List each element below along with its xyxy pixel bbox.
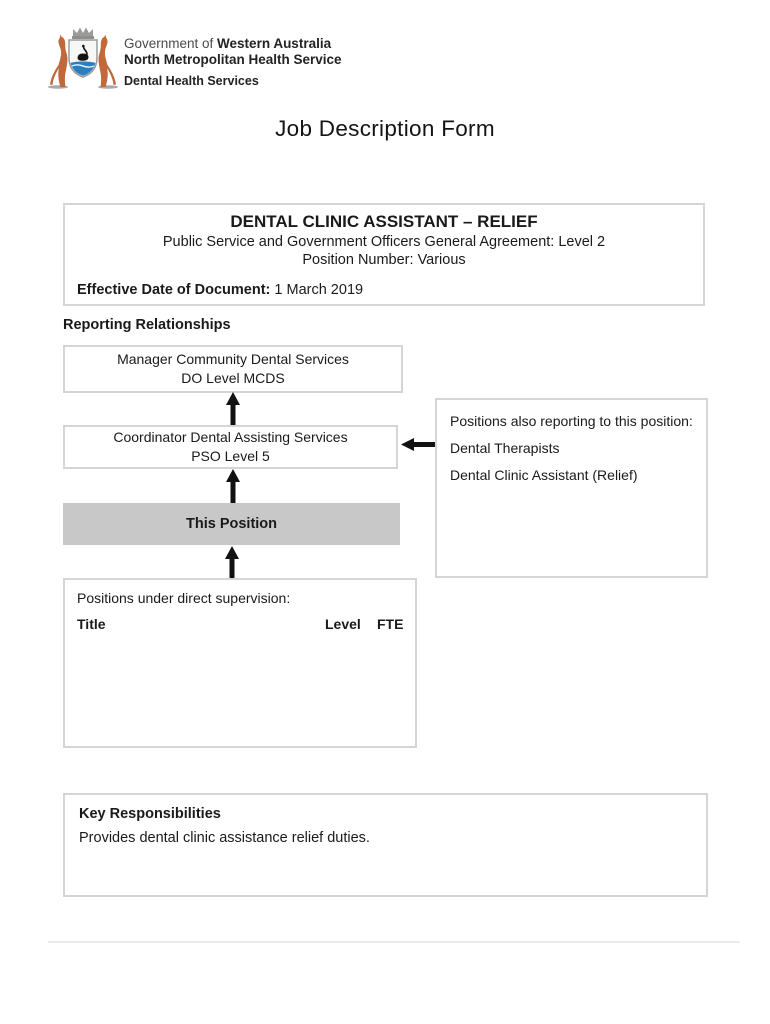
arrow-up-icon bbox=[226, 469, 240, 503]
logo-government-line: Government of Western Australia bbox=[124, 36, 332, 51]
this-position-box: This Position bbox=[63, 503, 400, 545]
key-responsibilities-text: Provides dental clinic assistance relief… bbox=[79, 830, 370, 846]
arrow-left-icon bbox=[401, 438, 436, 451]
also-reporting-item: Dental Therapists bbox=[450, 440, 560, 456]
supervision-heading: Positions under direct supervision: bbox=[77, 590, 291, 606]
coordinator-box-level: PSO Level 5 bbox=[191, 448, 270, 464]
logo-health-service-line: North Metropolitan Health Service bbox=[124, 52, 342, 67]
manager-box-level: DO Level MCDS bbox=[181, 370, 285, 386]
page-divider bbox=[48, 941, 740, 943]
column-header-fte: FTE bbox=[377, 616, 404, 632]
position-number-line: Position Number: Various bbox=[302, 252, 466, 268]
key-responsibilities-heading: Key Responsibilities bbox=[79, 806, 221, 822]
coordinator-box: Coordinator Dental Assisting Services PS… bbox=[63, 425, 398, 469]
key-responsibilities-box: Key Responsibilities Provides dental cli… bbox=[63, 793, 708, 897]
position-summary-box: DENTAL CLINIC ASSISTANT – RELIEF Public … bbox=[63, 203, 705, 306]
effective-date-line: Effective Date of Document: 1 March 2019 bbox=[77, 282, 703, 298]
also-reporting-heading: Positions also reporting to this positio… bbox=[450, 413, 693, 429]
agreement-line: Public Service and Government Officers G… bbox=[162, 234, 606, 250]
coordinator-box-title: Coordinator Dental Assisting Services bbox=[113, 429, 348, 445]
effective-date-label: Effective Date of Document: bbox=[77, 282, 271, 298]
effective-date-value: 1 March 2019 bbox=[270, 282, 364, 298]
manager-box: Manager Community Dental Services DO Lev… bbox=[63, 345, 403, 393]
logo-dental-services-line: Dental Health Services bbox=[124, 74, 259, 88]
logo-text: Government of Western Australia North Me… bbox=[124, 36, 342, 89]
arrow-up-icon bbox=[226, 392, 240, 426]
column-header-level: Level bbox=[325, 616, 361, 632]
column-header-title: Title bbox=[77, 616, 106, 632]
wa-coat-of-arms-icon bbox=[48, 27, 118, 89]
page-title: Job Description Form bbox=[275, 116, 495, 141]
reporting-relationships-heading: Reporting Relationships bbox=[63, 317, 231, 333]
also-reporting-item: Dental Clinic Assistant (Relief) bbox=[450, 467, 638, 483]
supervision-box: Positions under direct supervision: Titl… bbox=[63, 578, 417, 748]
position-title: DENTAL CLINIC ASSISTANT – RELIEF bbox=[230, 212, 538, 231]
arrow-up-icon bbox=[225, 546, 239, 578]
manager-box-title: Manager Community Dental Services bbox=[117, 351, 349, 367]
wa-government-logo bbox=[47, 24, 119, 90]
also-reporting-box: Positions also reporting to this positio… bbox=[435, 398, 708, 578]
